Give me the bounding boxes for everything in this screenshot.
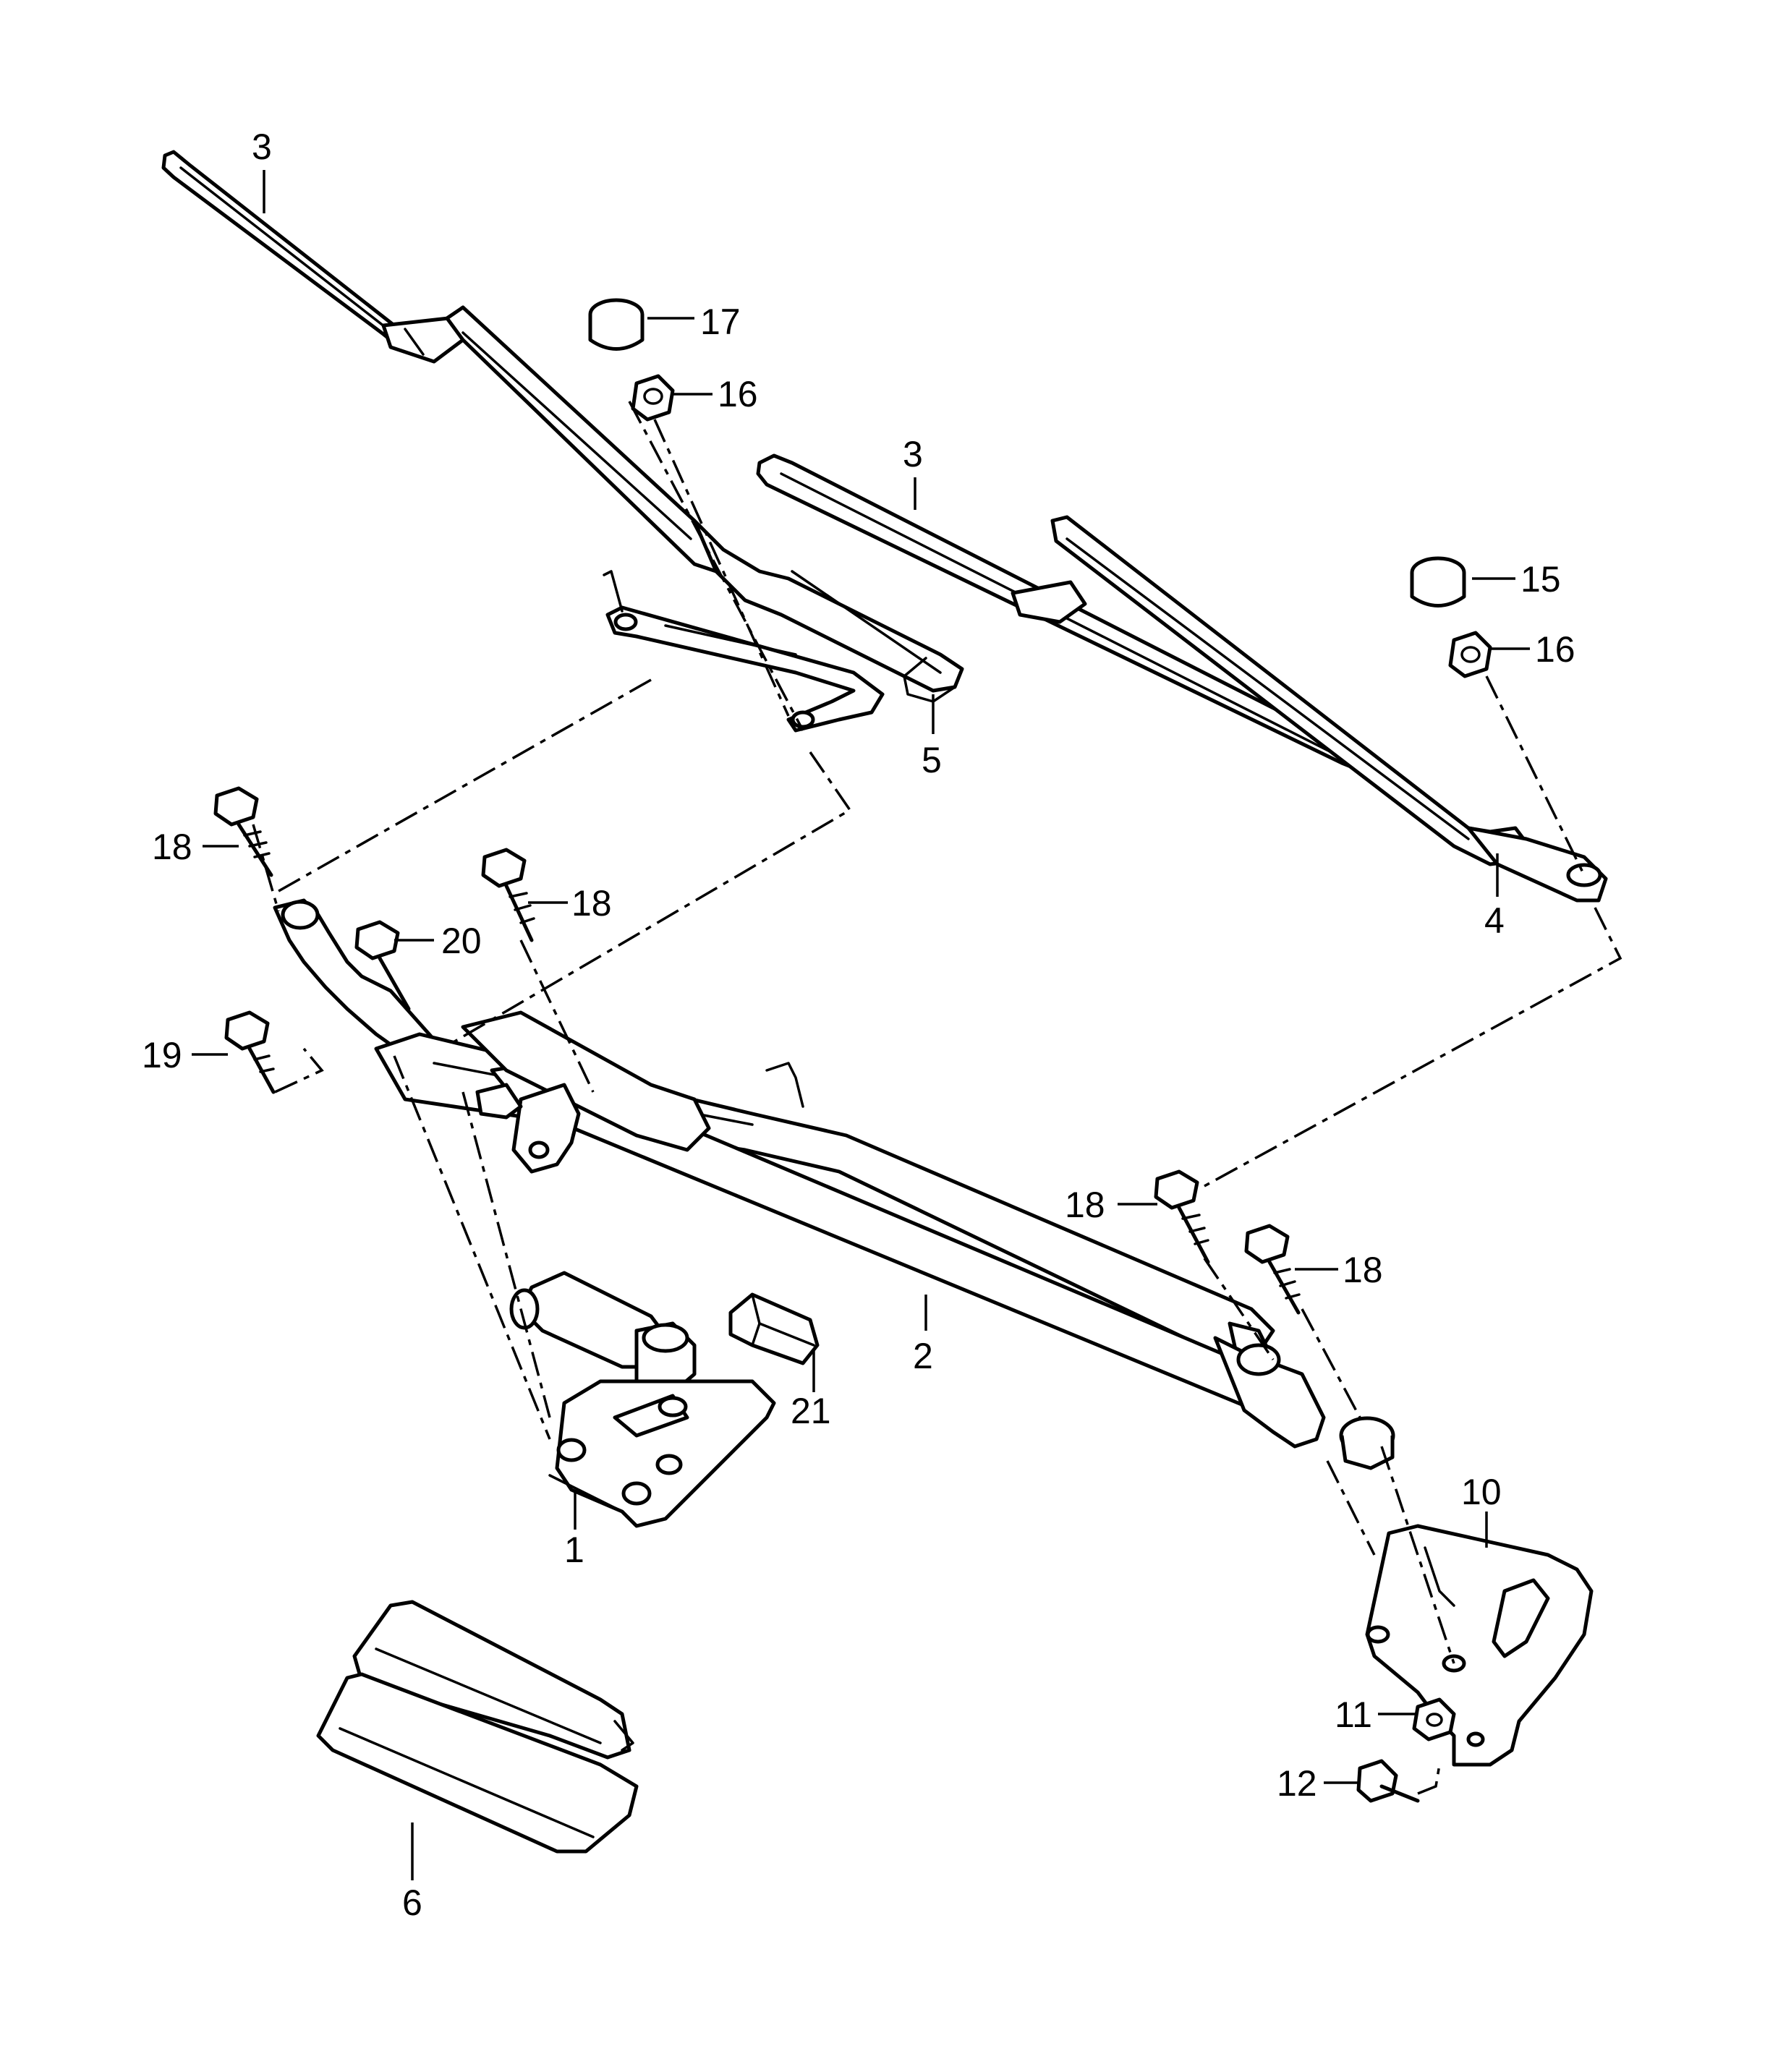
label-20: 20 bbox=[441, 921, 482, 961]
label-18-top-left: 18 bbox=[152, 827, 192, 867]
label-18-right-b: 18 bbox=[1343, 1250, 1383, 1290]
label-4: 4 bbox=[1484, 900, 1505, 941]
label-3-left: 3 bbox=[252, 127, 272, 167]
nut-16-right bbox=[1448, 631, 1492, 678]
label-12: 12 bbox=[1277, 1763, 1317, 1804]
label-6: 6 bbox=[402, 1883, 422, 1923]
label-16-left: 16 bbox=[718, 374, 758, 414]
bolt-19 bbox=[224, 1010, 276, 1094]
cover-panel bbox=[316, 1600, 639, 1854]
nut-16-left bbox=[631, 374, 675, 422]
bolt-18-top-left bbox=[213, 786, 273, 877]
label-11: 11 bbox=[1335, 1694, 1372, 1735]
mounting-bracket bbox=[1365, 1524, 1594, 1767]
label-15: 15 bbox=[1520, 559, 1561, 600]
assembly-dash-lines bbox=[252, 401, 1622, 1795]
label-3-right: 3 bbox=[903, 434, 923, 474]
cap-17 bbox=[588, 298, 645, 351]
label-1: 1 bbox=[564, 1530, 584, 1570]
right-wiper-arm bbox=[1050, 515, 1608, 903]
label-18-right-a: 18 bbox=[1065, 1185, 1105, 1225]
cap-15 bbox=[1410, 556, 1466, 607]
bolt-18-right-b bbox=[1244, 1224, 1301, 1315]
wiper-linkage-frame bbox=[273, 898, 1395, 1470]
label-10: 10 bbox=[1461, 1472, 1502, 1512]
bolt-18-mid bbox=[481, 848, 535, 942]
bolt-12 bbox=[1356, 1759, 1420, 1803]
bolt-20 bbox=[354, 920, 411, 1011]
label-17: 17 bbox=[700, 302, 741, 342]
connector-housing bbox=[728, 1292, 820, 1365]
nut-11 bbox=[1412, 1697, 1456, 1741]
leader-lines bbox=[192, 170, 1530, 1880]
label-21: 21 bbox=[791, 1391, 831, 1431]
label-19: 19 bbox=[142, 1035, 182, 1075]
label-2: 2 bbox=[913, 1336, 933, 1376]
label-18-mid: 18 bbox=[571, 883, 612, 924]
left-wiper-blade bbox=[161, 150, 465, 364]
label-16-right: 16 bbox=[1535, 629, 1575, 670]
bolt-18-right-a bbox=[1154, 1169, 1210, 1264]
left-wiper-arm bbox=[445, 305, 964, 733]
part-number-labels: 3 17 16 3 15 16 5 18 18 4 20 19 18 18 2 … bbox=[142, 127, 1575, 1923]
label-5: 5 bbox=[922, 740, 942, 780]
